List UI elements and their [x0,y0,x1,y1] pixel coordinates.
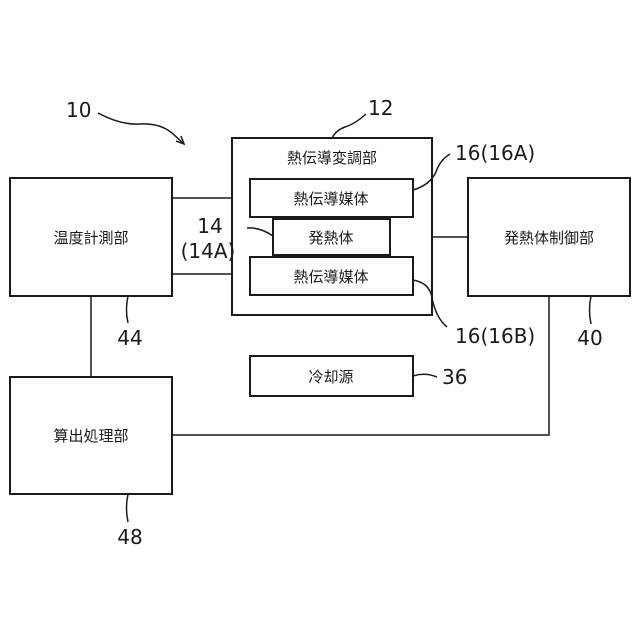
calculation-processor-label: 算出処理部 [53,427,128,445]
heat-medium-top-label: 熱伝導媒体 [293,190,368,208]
ref-36: 36 [442,365,467,389]
heat-medium-bottom-label: 熱伝導媒体 [293,268,368,286]
ref-44: 44 [117,326,142,350]
leader-10 [98,113,184,144]
ref-12: 12 [368,96,393,120]
ref-10: 10 [66,98,91,122]
ref-16b: 16(16B) [455,324,535,348]
leader-40 [590,296,592,324]
leader-36 [413,374,437,377]
heat-conduction-adjuster-label: 熱伝導変調部 [287,149,377,167]
leader-48 [127,494,129,522]
ref-14: 14 [197,214,222,238]
temperature-measurer-label: 温度計測部 [53,229,128,247]
ref-16a: 16(16A) [455,141,535,165]
leader-44 [127,296,129,323]
cooling-source-label: 冷却源 [308,368,353,386]
heater-label: 発熱体 [308,229,353,247]
ref-14a: (14A) [181,239,236,263]
ref-40: 40 [577,326,602,350]
heater-controller-label: 発熱体制御部 [504,229,594,247]
leader-12 [332,114,366,138]
ref-48: 48 [117,525,142,549]
